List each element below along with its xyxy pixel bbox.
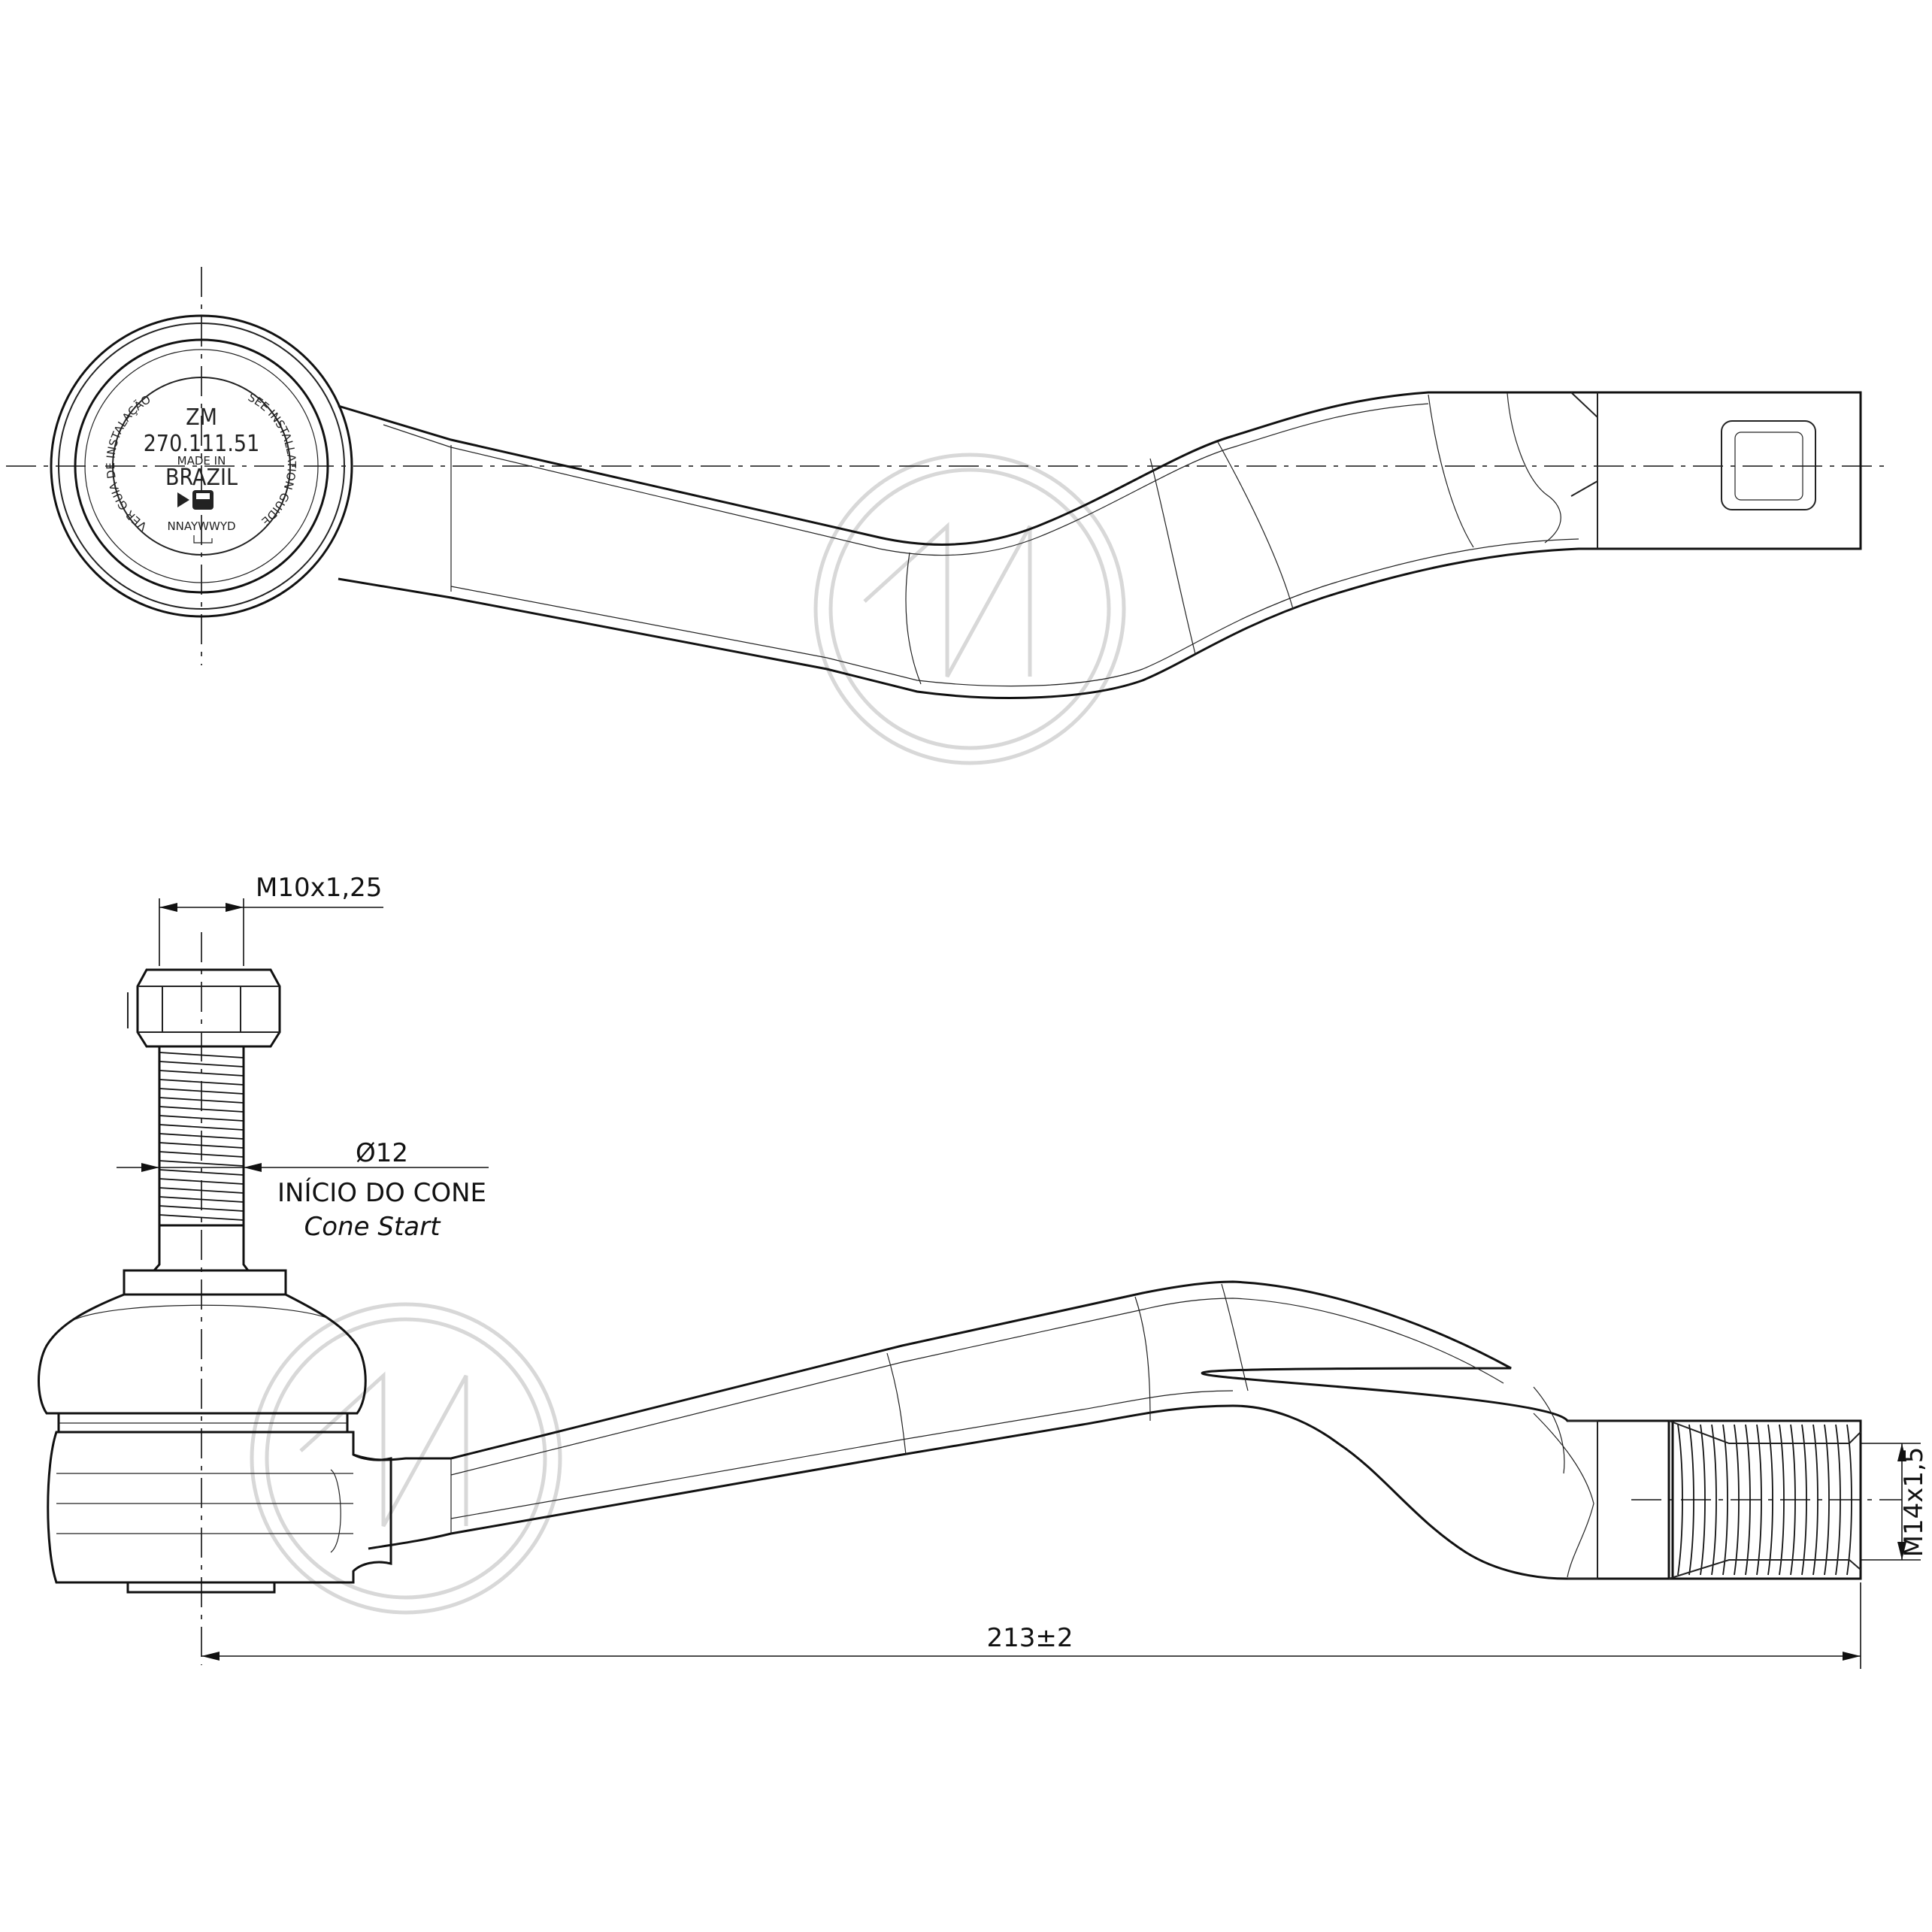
vehicle-icon [177, 490, 213, 510]
side-arm-section-5 [1533, 1413, 1594, 1578]
side-arm-outline [353, 1280, 1674, 1580]
stud-thread-line [159, 1106, 244, 1113]
shaft-thread-label: M14x1,5 [1899, 1447, 1929, 1558]
stud-thread-line [159, 1097, 244, 1104]
cone-start-en-label: Cone Start [304, 1212, 442, 1242]
dimension-shaft-thread: M14x1,5 [1861, 1443, 1929, 1561]
stamp-date-code: NNAYWWYD [167, 519, 235, 533]
nut [127, 968, 281, 1048]
side-arm-section-2 [886, 1352, 907, 1455]
watermark-bottom [250, 1302, 562, 1615]
cone-diameter-label: Ø12 [356, 1138, 408, 1168]
side-housing-fillet [330, 1469, 341, 1553]
stud-thread-line [159, 1124, 244, 1131]
top-arm-outline [338, 391, 1862, 699]
top-head-ring-2 [74, 338, 329, 594]
overall-length-label: 213±2 [986, 1623, 1073, 1653]
stud-thread-line [159, 1070, 244, 1077]
dimension-stud-thread: M10x1,25 [159, 873, 383, 966]
top-arm-inner-upper [383, 403, 1429, 556]
side-arm-section-4 [1221, 1283, 1249, 1391]
stamp-country: BRAZIL [165, 465, 238, 491]
thread-chamfer-top [1668, 1420, 1861, 1444]
side-view [38, 932, 1902, 1665]
stud-thread-line [159, 1052, 244, 1058]
top-hex-flat [1570, 392, 1598, 497]
stud-thread-line [159, 1151, 244, 1158]
end-thread-line [1756, 1424, 1762, 1576]
side-arm-inner-upper [450, 1298, 1504, 1476]
stud-thread-line [159, 1088, 244, 1095]
top-arm-section-6 [1507, 392, 1561, 544]
top-head-ring-1 [58, 323, 345, 610]
cone-start-pt-label: INÍCIO DO CONE [277, 1177, 486, 1208]
stamp-arc-right: SEE INSTALLATION GUIDE [246, 390, 298, 528]
top-head-stamp-circle [112, 377, 291, 556]
top-arm-section-5 [1428, 394, 1474, 548]
end-thread-line [1722, 1424, 1728, 1576]
end-thread-line [1812, 1424, 1818, 1576]
stamp-mark-icon [193, 535, 213, 544]
top-head-outer-circle [50, 314, 353, 618]
stamp-part-number: 270.111.51 [144, 431, 259, 457]
stud-thread-line [159, 1115, 244, 1122]
stud [151, 1045, 250, 1272]
top-arm-inner-lower [450, 538, 1579, 687]
side-arm-section-3 [1134, 1296, 1151, 1422]
stud-thread-line [159, 1133, 244, 1140]
top-square-slot-outer [1721, 420, 1816, 510]
housing [47, 1431, 392, 1594]
thread-chamfer-bottom [1668, 1559, 1861, 1579]
stud-thread-line [159, 1061, 244, 1067]
stud-thread-line [159, 1187, 244, 1194]
end-thread-line [1824, 1424, 1830, 1576]
dimension-overall-length: 213±2 [201, 1582, 1861, 1669]
stud-thread-line [159, 1142, 244, 1149]
stud-thread-line [159, 1214, 244, 1221]
top-square-slot-inner [1734, 432, 1803, 501]
dimension-cone-start: Ø12 INÍCIO DO CONE Cone Start [117, 1138, 489, 1242]
top-head-ring-3 [84, 349, 319, 583]
stud-thread-line [159, 1169, 244, 1176]
top-arm-section-3 [1149, 458, 1196, 655]
stamp-made-in: MADE IN [177, 454, 226, 468]
top-arm-section-2 [905, 552, 922, 685]
side-arm-section-6 [1533, 1386, 1565, 1474]
stud-thread-line [159, 1205, 244, 1212]
end-thread-line [1711, 1424, 1717, 1576]
stud-thread-line [159, 1160, 244, 1167]
stud-thread-line [159, 1196, 244, 1203]
stamp-brand: ZM [186, 404, 217, 431]
stud-thread-line [159, 1079, 244, 1086]
side-arm-inner-lower [450, 1390, 1234, 1519]
stud-thread-label: M10x1,25 [256, 873, 382, 903]
stamp-arc-left: VER GUIA DE INSTALAÇÃO [104, 392, 153, 533]
side-shaft-shoulder [1567, 1420, 1598, 1579]
watermark-top [813, 453, 1126, 765]
stud-thread-line [159, 1178, 244, 1185]
top-arm-section-4 [1217, 441, 1294, 610]
